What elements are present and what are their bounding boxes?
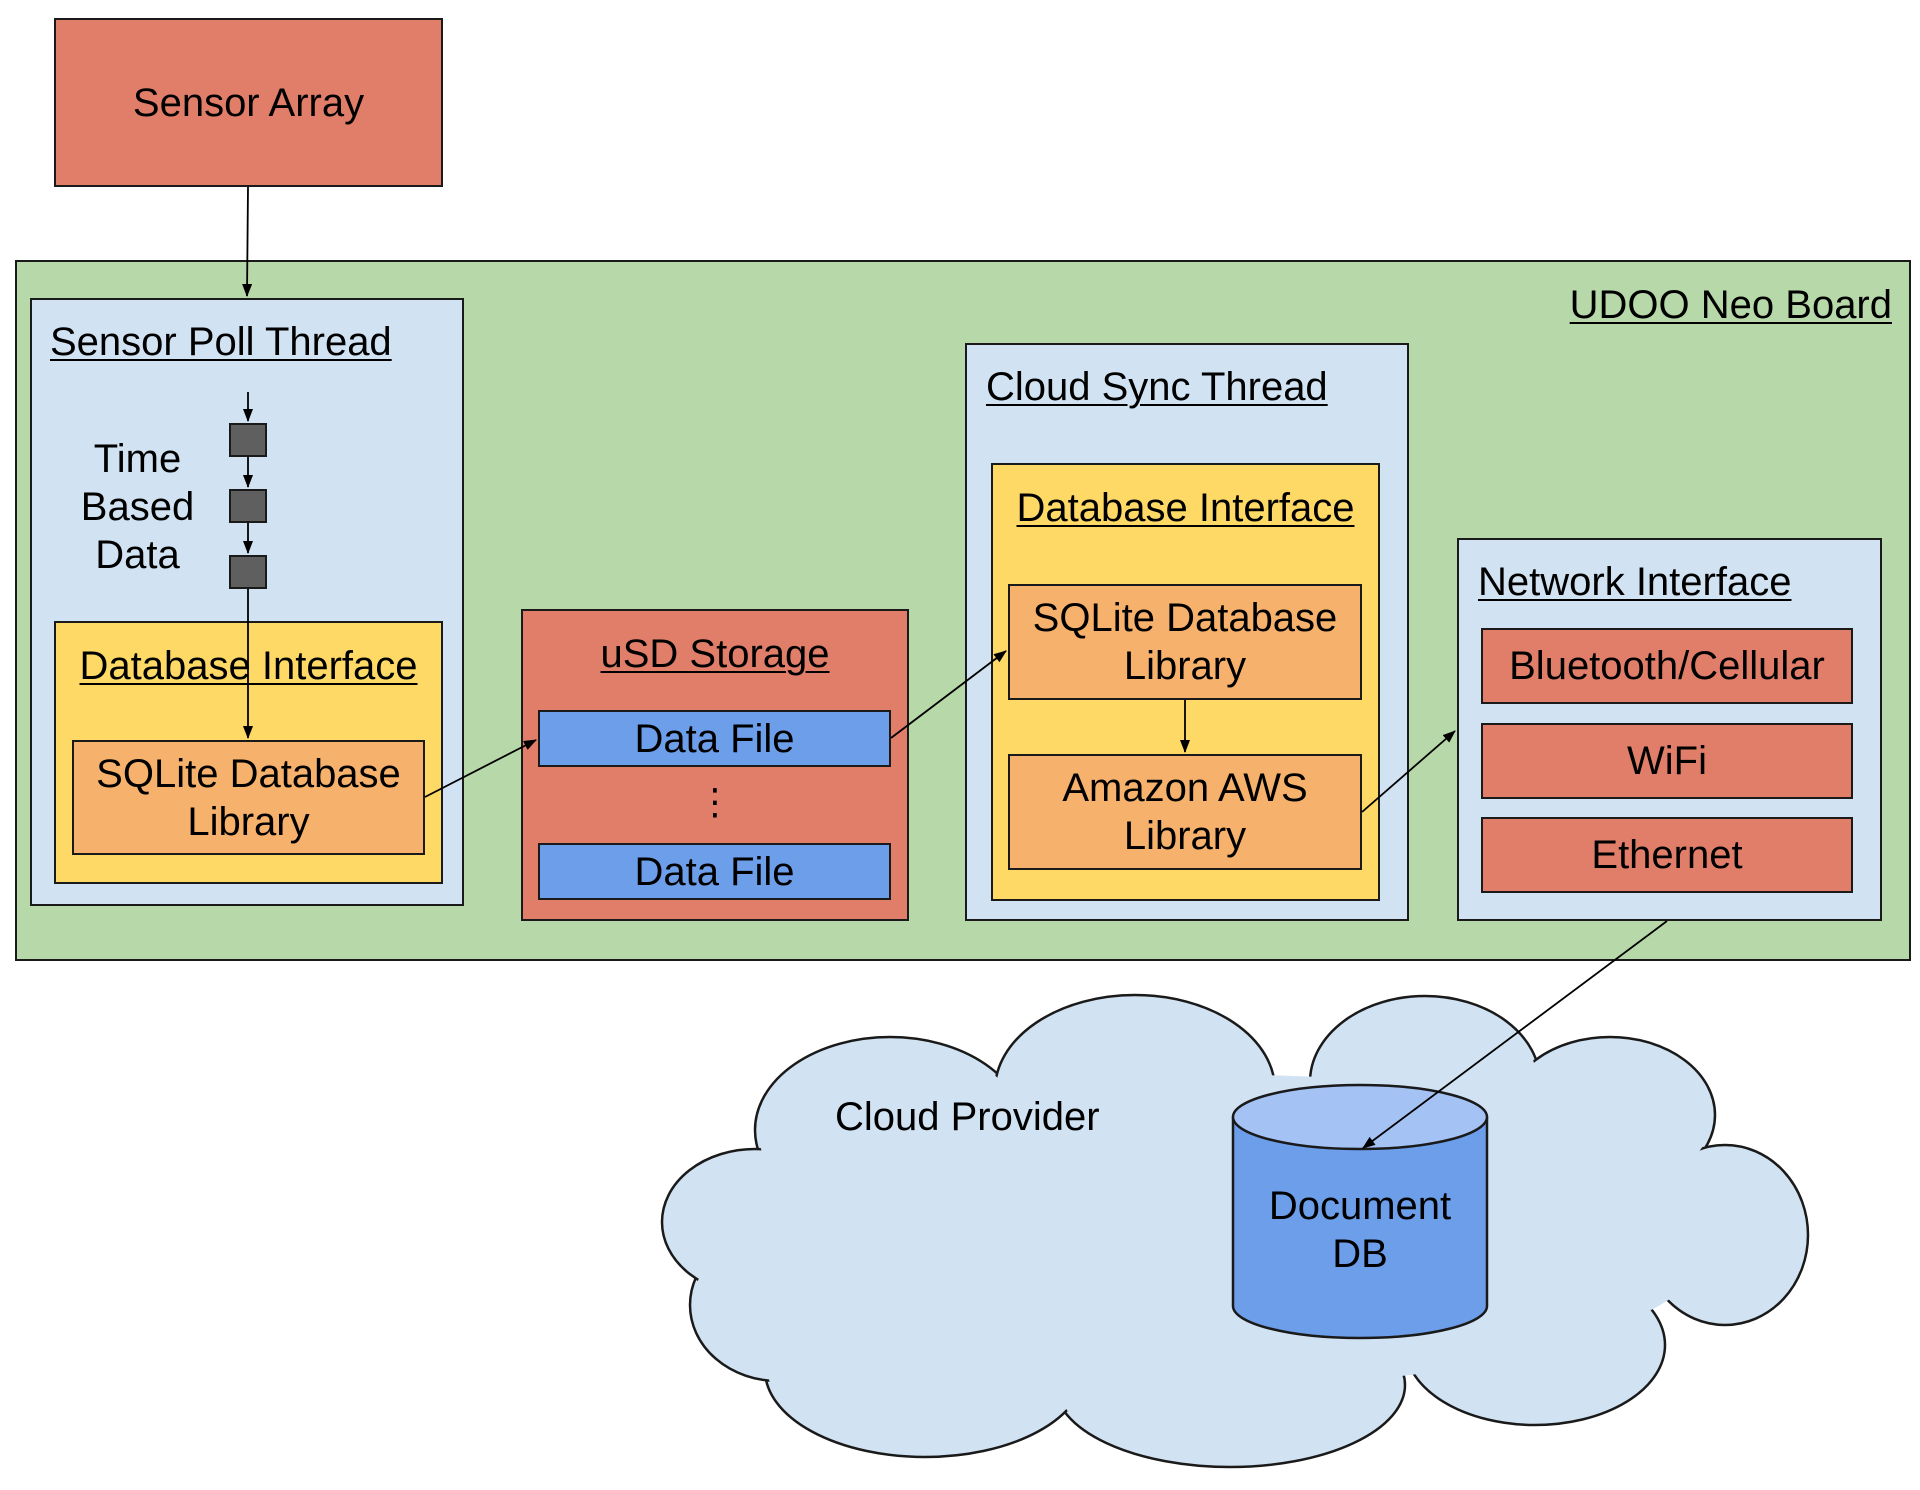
arrow-datafile-to-cloud-sqlite (890, 650, 1007, 739)
ethernet-option: Ethernet (1481, 817, 1853, 893)
sqlite-library-left: SQLite Database Library (72, 740, 425, 855)
document-db-line: Document (1268, 1184, 1452, 1228)
wifi-option: WiFi (1481, 723, 1853, 799)
arrow-aws-to-network (1361, 730, 1456, 813)
sqlite-library-left-line: Library (187, 799, 310, 844)
database-interface-right-label: Database Interface (1016, 486, 1355, 530)
time-based-data-label: Time Based Data (60, 435, 215, 579)
ethernet-label: Ethernet (1591, 833, 1743, 877)
time-based-data-line: Time (93, 437, 182, 481)
data-file-ellipsis: ⋮ (697, 781, 733, 822)
document-db-cylinder (1231, 1083, 1489, 1340)
document-db-line: DB (1332, 1232, 1388, 1276)
udoo-board-label: UDOO Neo Board (1569, 283, 1892, 327)
sensor-poll-thread-label: Sensor Poll Thread (50, 320, 392, 364)
data-file-2: Data File (538, 843, 891, 900)
amazon-aws-library-line: Library (1123, 814, 1247, 858)
network-interface-label: Network Interface (1478, 560, 1792, 604)
sensor-array-node: Sensor Array (54, 18, 443, 187)
sqlite-library-right-line: SQLite Database (1032, 596, 1338, 640)
usd-storage-label: uSD Storage (600, 632, 830, 676)
data-file-1-label: Data File (634, 716, 795, 761)
sqlite-library-right: SQLite Database Library (1008, 584, 1362, 700)
bluetooth-cellular-label: Bluetooth/Cellular (1509, 644, 1825, 688)
cloud-sync-thread-label: Cloud Sync Thread (986, 365, 1328, 409)
document-db-label: Document DB (1233, 1182, 1487, 1278)
sensor-array-label: Sensor Array (132, 80, 365, 125)
data-sample-block (229, 423, 267, 457)
data-sample-block (229, 489, 267, 523)
amazon-aws-library-line: Amazon AWS (1062, 766, 1308, 810)
arrow-sqlite-to-datafile (424, 739, 537, 798)
sqlite-library-left-line: SQLite Database (96, 751, 401, 796)
data-sample-block (229, 555, 267, 589)
amazon-aws-library: Amazon AWS Library (1008, 754, 1362, 870)
time-based-data-line: Based (80, 485, 195, 529)
time-based-data-line: Data (95, 533, 180, 577)
data-file-1: Data File (538, 710, 891, 767)
cloud-provider-label: Cloud Provider (835, 1095, 1100, 1139)
arrow-network-to-db (1362, 920, 1668, 1149)
wifi-label: WiFi (1627, 739, 1707, 783)
bluetooth-cellular-option: Bluetooth/Cellular (1481, 628, 1853, 704)
data-file-2-label: Data File (634, 849, 795, 894)
arrow-sensor-to-thread (242, 186, 253, 297)
sqlite-library-right-line: Library (1123, 644, 1247, 688)
